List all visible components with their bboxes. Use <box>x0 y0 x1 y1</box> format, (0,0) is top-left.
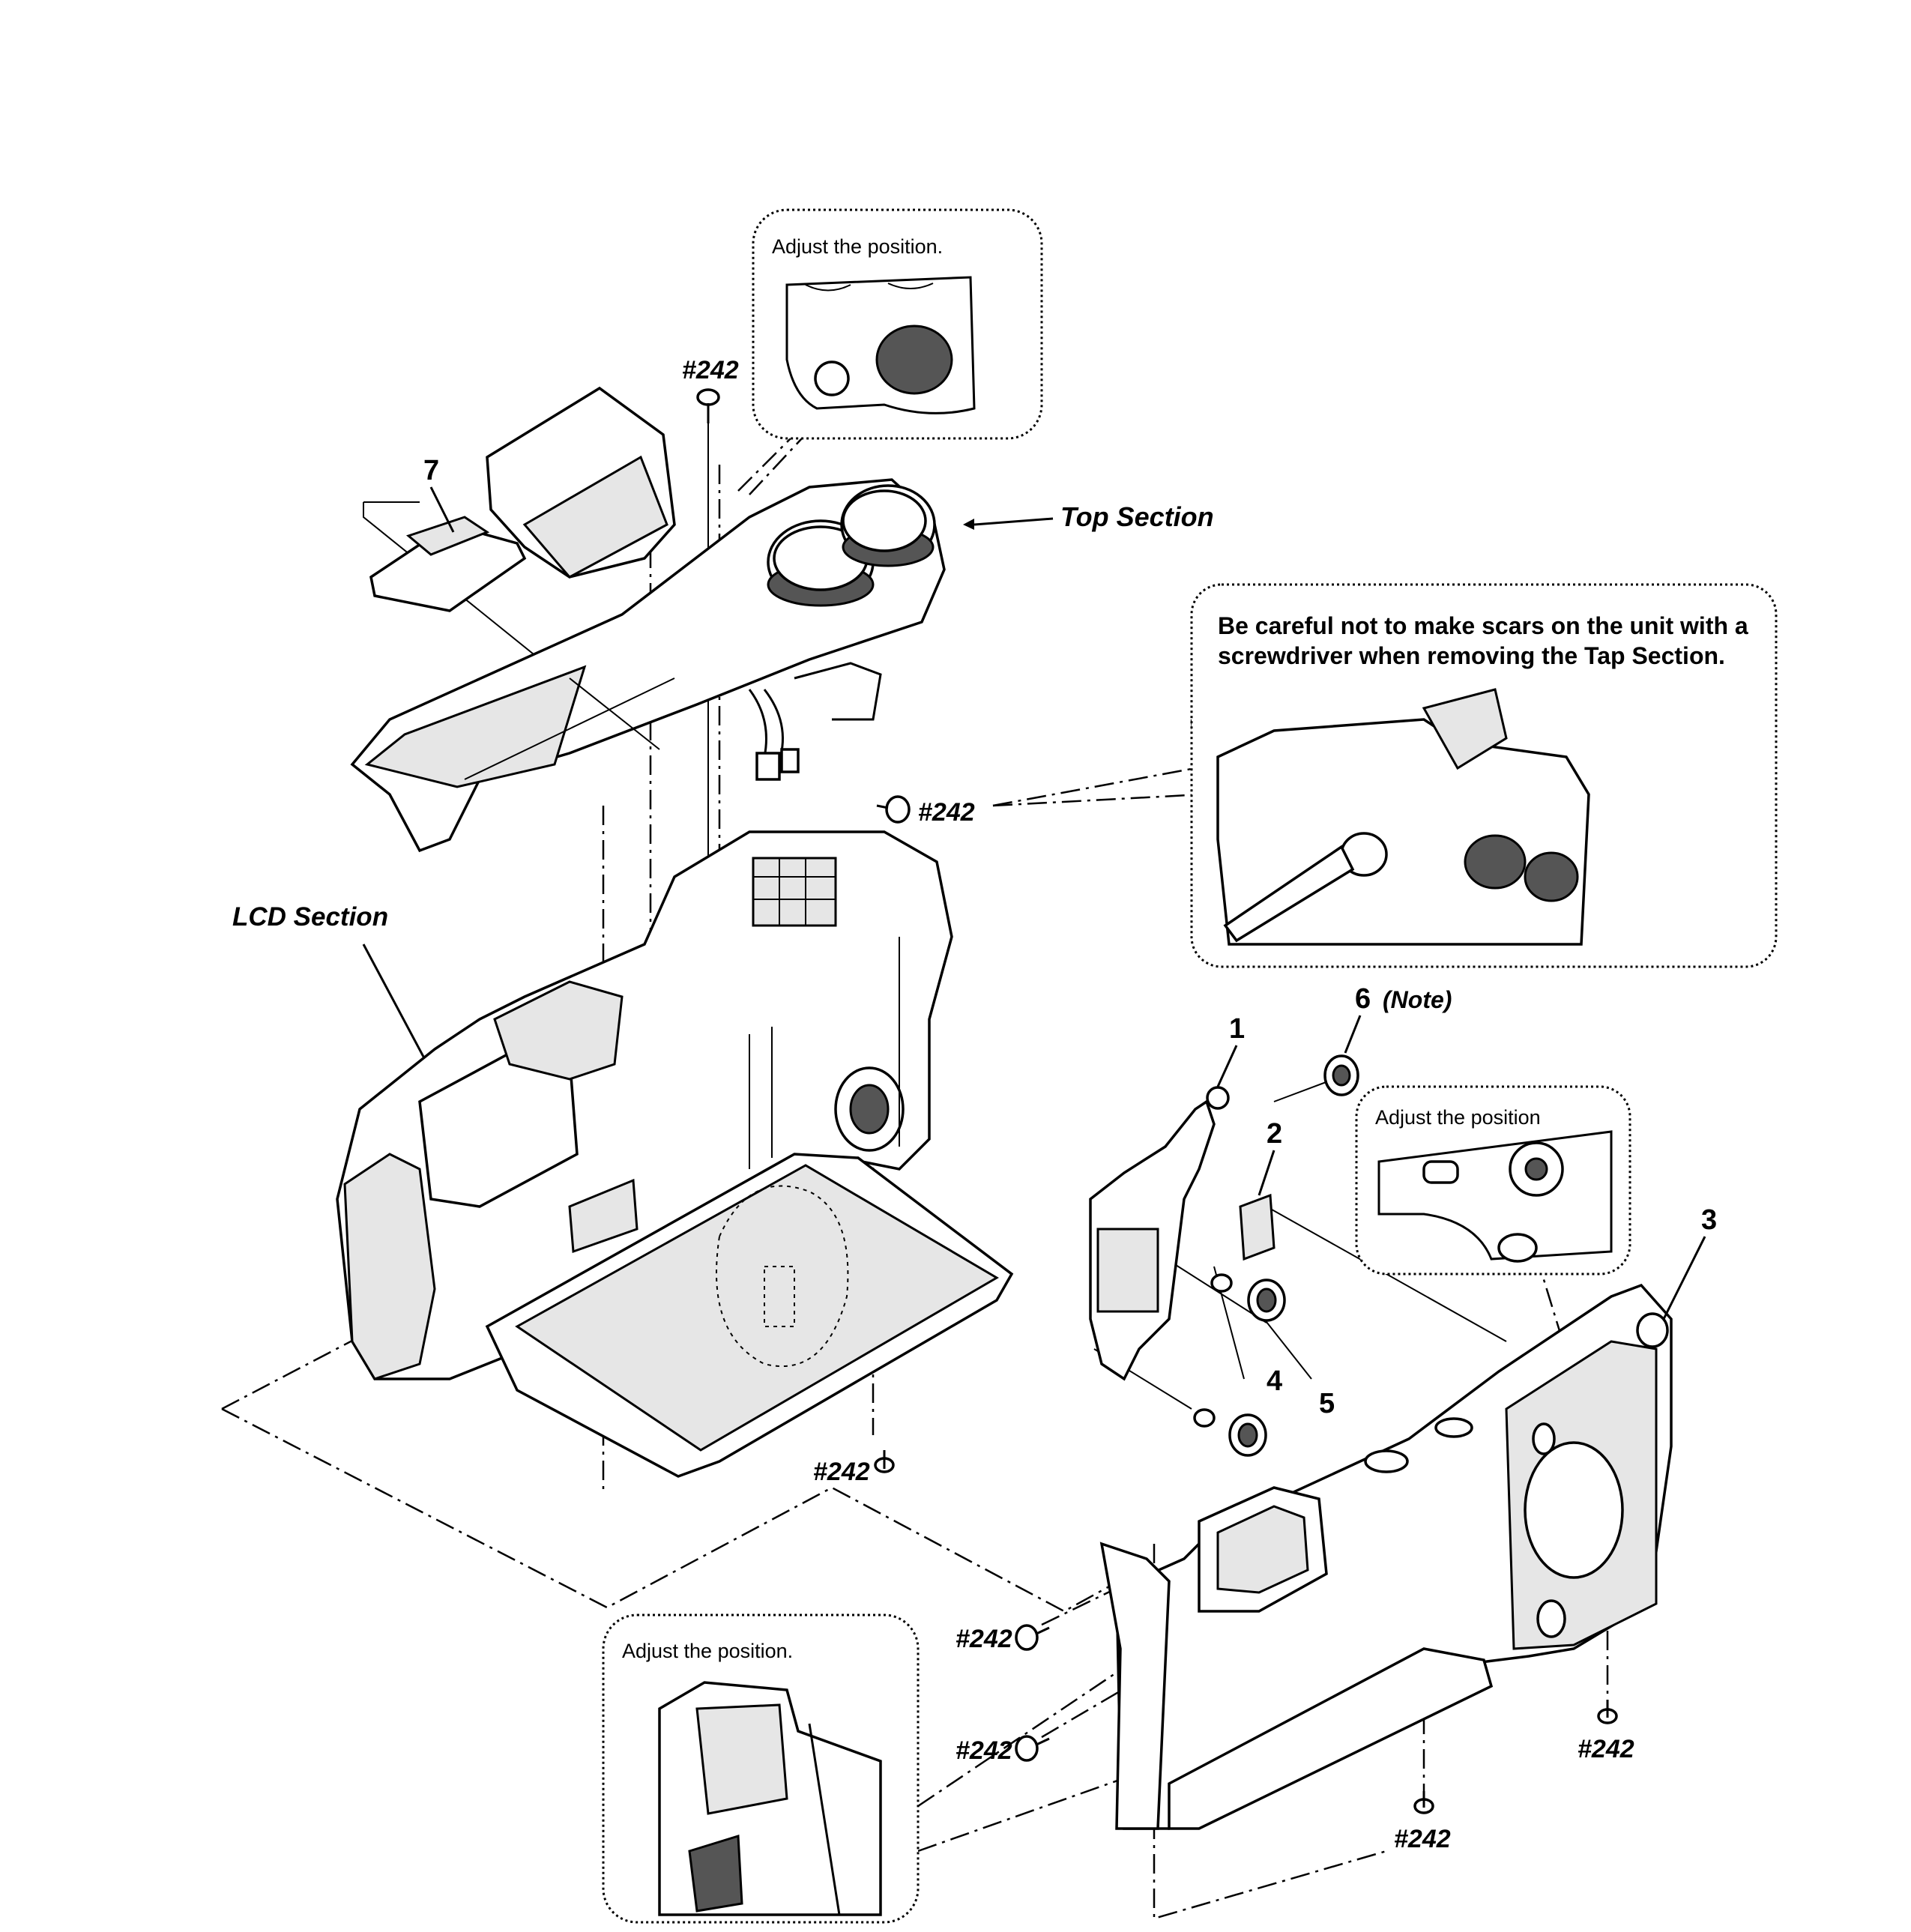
callout-careful-line1: Be careful not to make scars on the unit… <box>1218 612 1748 639</box>
callout-adjust-bottom-text: Adjust the position. <box>622 1640 793 1662</box>
part-7-hot-shoe <box>369 516 527 612</box>
label-part-6-note: (Note) <box>1383 986 1452 1013</box>
label-screw-frame-lower: #242 <box>956 1736 1012 1765</box>
screw-top <box>696 388 720 423</box>
screw-lcd-bottom <box>874 1450 895 1473</box>
label-screw-top-right: #242 <box>918 798 975 827</box>
label-part-2: 2 <box>1267 1118 1282 1150</box>
label-part-1: 1 <box>1229 1013 1245 1045</box>
part-3-rear-cabinet <box>1099 1283 1673 1830</box>
label-part-7: 7 <box>423 455 439 486</box>
label-part-3: 3 <box>1701 1204 1717 1236</box>
label-part-6: 6 <box>1355 983 1371 1015</box>
part-1-bracket <box>1089 1086 1230 1381</box>
part-2-sheet <box>1239 1193 1275 1261</box>
callout-adjust-right-text: Adjust the position <box>1375 1106 1541 1129</box>
part-4-rings <box>1193 1273 1233 1428</box>
label-part-4: 4 <box>1267 1365 1282 1397</box>
callout-adjust-right: Adjust the position <box>1355 1085 1631 1276</box>
label-screw-frame-upper: #242 <box>956 1625 1012 1653</box>
labels: Top Section LCD Section 7 1 2 3 4 5 6 (N… <box>232 356 1717 1853</box>
callout-careful-line2: screwdriver when removing the Tap Sectio… <box>1218 642 1725 669</box>
label-screw-frame-bottom-right: #242 <box>1578 1735 1634 1763</box>
label-screw-top: #242 <box>682 356 739 384</box>
screw-frame-bottom-right <box>1597 1700 1618 1724</box>
screw-frame-lower <box>1015 1735 1050 1762</box>
callout-adjust-top-text: Adjust the position. <box>772 235 943 258</box>
callout-adjust-top: Adjust the position. <box>752 208 1043 440</box>
label-screw-lcd-bottom: #242 <box>813 1458 870 1486</box>
top-section-assembly <box>350 386 946 853</box>
camera-body-assembly <box>336 830 1014 1478</box>
label-top-section: Top Section <box>1060 501 1214 532</box>
screw-frame-upper <box>1015 1624 1050 1651</box>
part-5-rings <box>1228 1279 1286 1457</box>
callout-adjust-bottom: Adjust the position. <box>602 1613 920 1924</box>
screw-top-right <box>876 795 911 824</box>
part-6-button <box>1323 1054 1359 1096</box>
screw-frame-bottom-center <box>1413 1791 1434 1814</box>
label-lcd-section: LCD Section <box>232 902 388 932</box>
label-part-5: 5 <box>1319 1388 1335 1419</box>
label-screw-frame-bottom-center: #242 <box>1394 1825 1451 1853</box>
callout-careful: Be careful not to make scars on the unit… <box>1190 583 1778 968</box>
